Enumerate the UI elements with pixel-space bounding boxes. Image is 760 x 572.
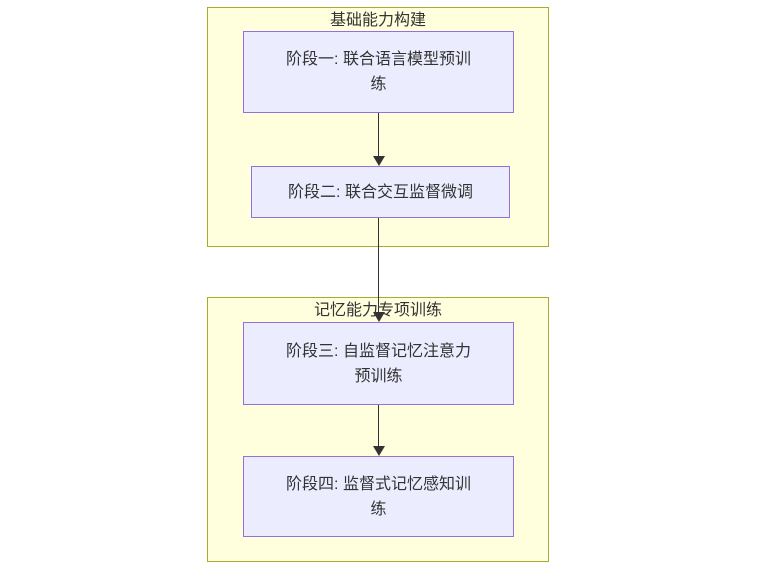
- node-stage1: 阶段一: 联合语言模型预训 练: [243, 31, 514, 113]
- node-label-line: 阶段四: 监督式记忆感知训: [286, 475, 471, 493]
- node-stage3: 阶段三: 自监督记忆注意力 预训练: [243, 322, 514, 405]
- node-stage4: 阶段四: 监督式记忆感知训 练: [243, 456, 514, 537]
- node-label-line: 预训练: [354, 367, 403, 385]
- edge-line: [377, 405, 379, 447]
- arrowhead-down-icon: [372, 156, 385, 166]
- subgraph-title: 基础能力构建: [329, 12, 426, 29]
- node-label-line: 阶段一: 联合语言模型预训: [286, 51, 471, 68]
- node-label-line: 练: [370, 76, 387, 93]
- edge-line: [377, 113, 379, 157]
- node-label-line: 阶段二: 联合交互监督微调: [288, 183, 473, 201]
- arrowhead-down-icon: [372, 312, 385, 322]
- node-stage2: 阶段二: 联合交互监督微调: [251, 166, 510, 218]
- edge-line: [377, 218, 379, 313]
- arrowhead-down-icon: [372, 446, 385, 456]
- node-label-line: 阶段三: 自监督记忆注意力: [286, 342, 471, 360]
- node-label-line: 练: [370, 500, 387, 518]
